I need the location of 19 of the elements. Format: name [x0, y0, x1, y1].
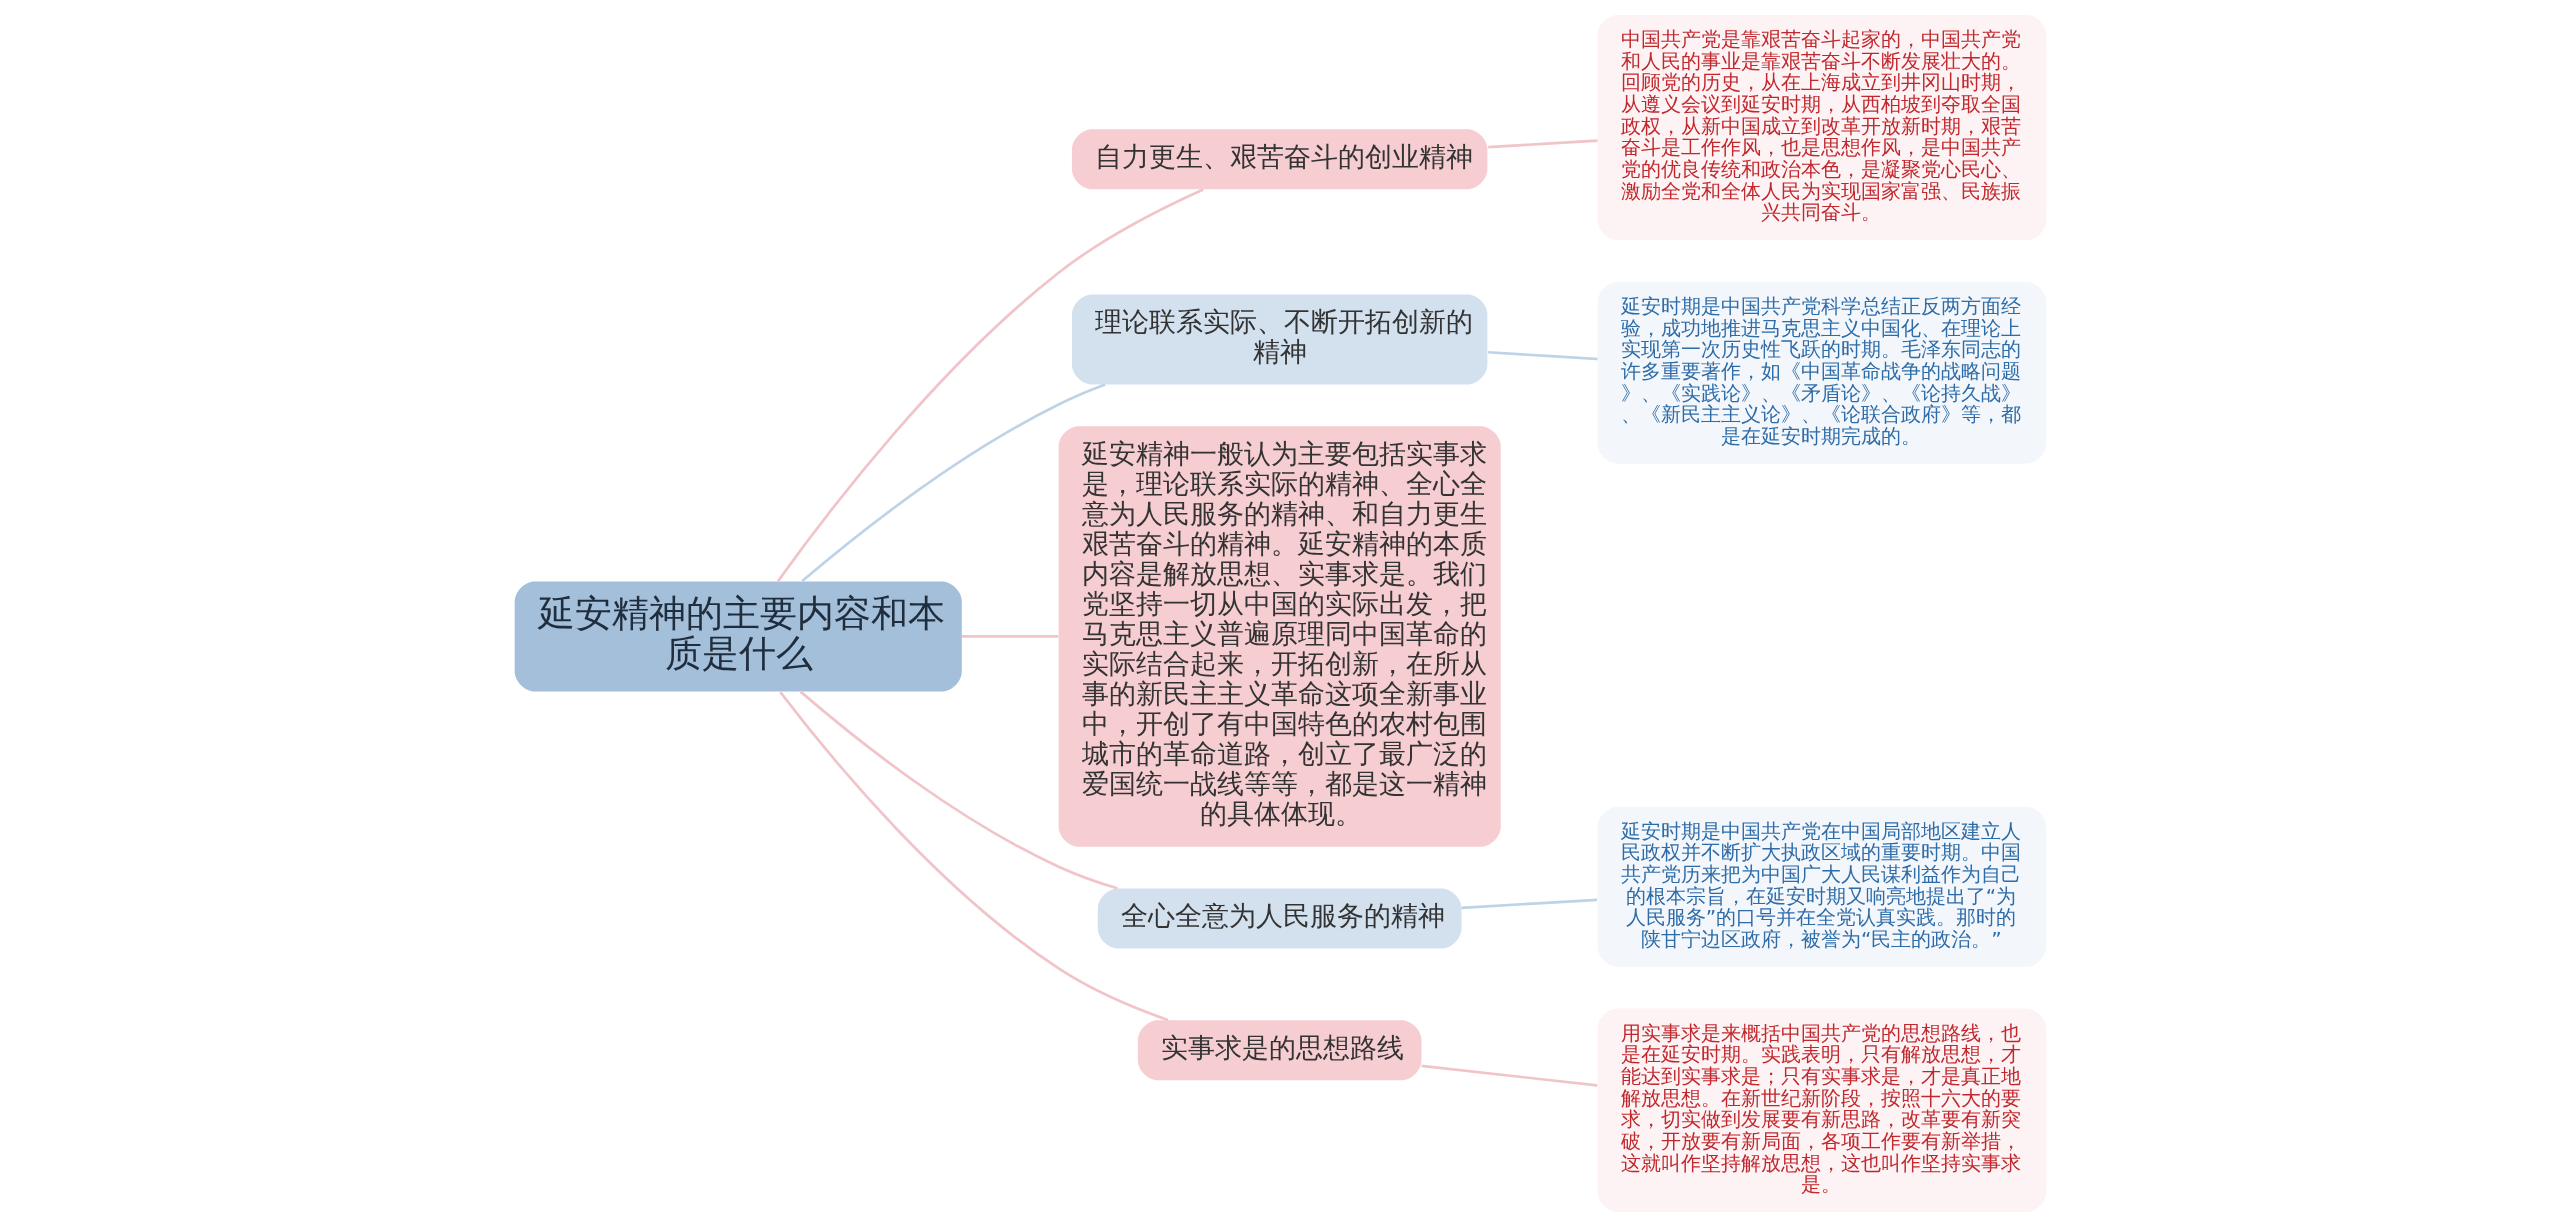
connector: [776, 188, 1204, 583]
node-box: 延安精神的主要内容和本质是什么: [514, 581, 962, 692]
connector: [1487, 350, 1597, 361]
node-box: 延安时期是中国共产党在中国局部地区建立人民政权并不断扩大执政区域的重要时期。中国共产党历来把为中国广大人民谋利益作为自己的根本宗旨，在延安时期又响亮地提出了“为人民服务”的口号并在全党认真实践。那时的陕甘宁边区政府，被誉为“民主的政治。”: [1597, 806, 2046, 967]
node-box: 延安时期是中国共产党科学总结正反两方面经验，成功地推进马克思主义中国化、在理论上实现第一次历史性飞跃的时期。毛泽东同志的许多重要著作，如《中国革命战争的战略问题》、《实践论》、《矛盾论》、《论持久战》、《新民主主义论》、《论联合政府》等，都是在延安时期完成的。: [1597, 281, 2046, 464]
connector: [961, 635, 1058, 638]
node-box: 全心全意为人民服务的精神: [1097, 888, 1462, 949]
node-box: 中国共产党是靠艰苦奋斗起家的，中国共产党和人民的事业是靠艰苦奋斗不断发展壮大的。回顾党的历史，从在上海成立到井冈山时期，从遵义会议到延安时期，从西柏坡到夺取全国政权，从新中国成立到改革开放新时期，艰苦奋斗是工作作风，也是思想作风，是中国共产党的优良传统和政治本色，是凝聚党心民心、激励全党和全体人民为实现国家富强、民族振兴共同奋斗。: [1597, 14, 2046, 241]
connector: [1460, 898, 1597, 910]
node-box: 自力更生、艰苦奋斗的创业精神: [1071, 129, 1487, 190]
connector: [1420, 1064, 1597, 1087]
connector: [1487, 139, 1597, 149]
node-box: 延安精神一般认为主要包括实事求是，理论联系实际的精神、全心全意为人民服务的精神、和自力更生艰苦奋斗的精神。延安精神的本质内容是解放思想、实事求是。我们党坚持一切从中国的实际出发，把马克思主义普遍原理同中国革命的实际结合起来，开拓创新，在所从事的新民主主义革命这项全新事业中，开创了有中国特色的农村包围城市的革命道路，创立了最广泛的爱国统一战线等等，都是这一精神的具体体现。: [1058, 426, 1501, 847]
connector: [778, 691, 1168, 1022]
node-box: 实事求是的思想路线: [1137, 1020, 1421, 1081]
connector: [799, 690, 1118, 890]
node-box: 理论联系实际、不断开拓创新的精神: [1071, 294, 1487, 385]
connector: [800, 383, 1106, 583]
node-box: 用实事求是来概括中国共产党的思想路线，也是在延安时期。实践表明，只有解放思想，才能达到实事求是；只有实事求是，才是真正地解放思想。在新世纪新阶段，按照十六大的要求，切实做到发展要有新思路，改革要有新突破，开放要有新局面，各项工作要有新举措，这就叫作坚持解放思想，这也叫作坚持实事求是。: [1597, 1008, 2046, 1213]
